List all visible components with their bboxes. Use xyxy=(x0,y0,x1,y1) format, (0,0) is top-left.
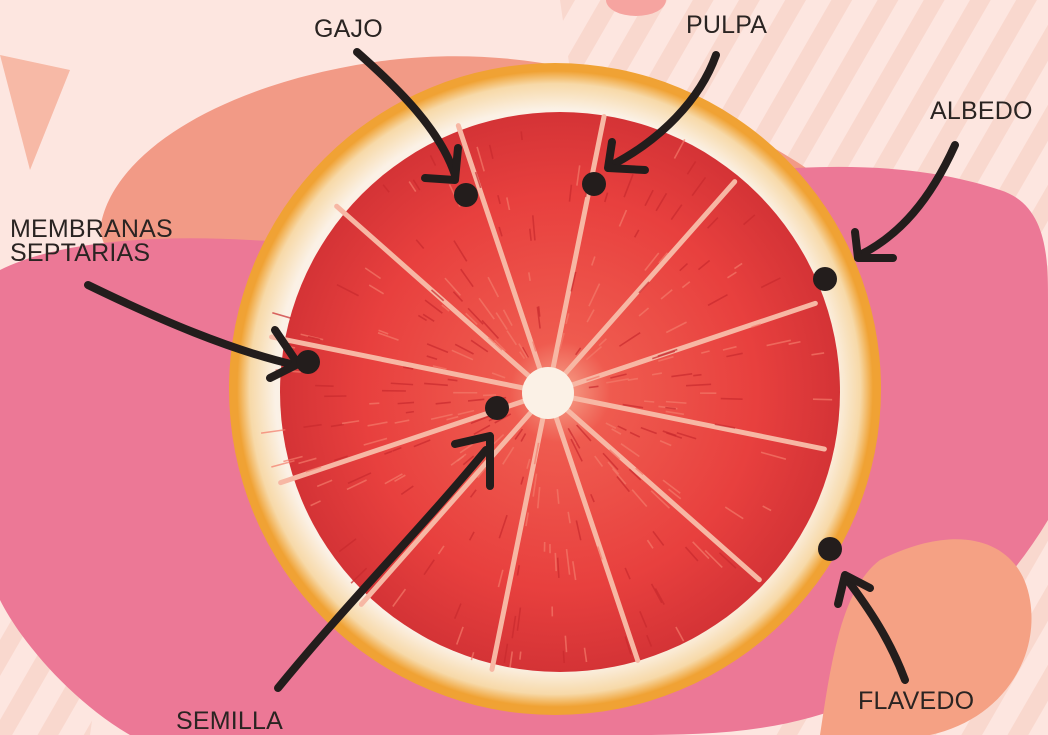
pulp-vesicle xyxy=(693,375,701,376)
marker-albedo xyxy=(813,267,837,291)
label-flavedo: FLAVEDO xyxy=(858,688,974,714)
marker-membranas xyxy=(296,350,320,374)
marker-pulpa xyxy=(582,172,606,196)
label-gajo: GAJO xyxy=(314,16,383,42)
grapefruit xyxy=(229,63,881,715)
core xyxy=(522,367,574,419)
marker-flavedo xyxy=(818,537,842,561)
pulp-vesicle xyxy=(721,399,743,400)
label-pulpa: PULPA xyxy=(686,12,767,38)
pulp-vesicle xyxy=(369,403,379,404)
pulp-vesicle xyxy=(406,412,414,413)
pulp-vesicle xyxy=(644,401,654,402)
marker-semilla xyxy=(485,396,509,420)
pulp-vesicle xyxy=(563,651,564,663)
pulp-vesicle xyxy=(315,386,333,387)
pulp-vesicle xyxy=(555,553,556,571)
label-albedo: ALBEDO xyxy=(930,98,1033,124)
label-membranas-line1: MEMBRANAS xyxy=(10,217,173,241)
pulp-vesicle xyxy=(520,652,521,660)
pulp-vesicle xyxy=(521,131,522,140)
marker-gajo xyxy=(454,183,478,207)
label-semilla: SEMILLA xyxy=(176,708,283,734)
label-membranas-line2: SEPTARIAS xyxy=(10,241,173,265)
label-membranas-septarias: MEMBRANAS SEPTARIAS xyxy=(10,217,173,265)
